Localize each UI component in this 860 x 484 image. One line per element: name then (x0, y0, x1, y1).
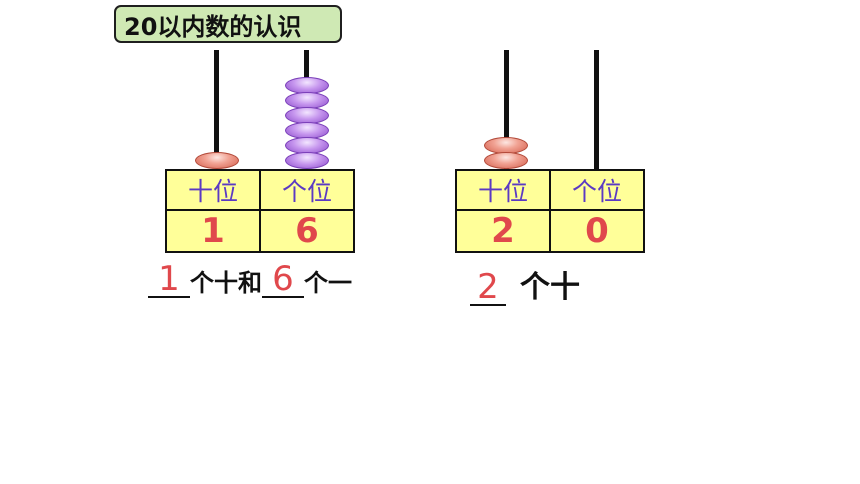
right-ones-rod (594, 50, 599, 170)
left-ones-header: 个位 (259, 169, 355, 211)
left-tens-digit: 1 (165, 209, 261, 253)
left-tens-bead (195, 152, 239, 169)
right-tens-blank: 2 (470, 270, 506, 306)
right-phrase-text1: 个十 (520, 270, 580, 305)
right-ones-digit: 0 (549, 209, 645, 253)
right-place-value-table: 十位 个位 2 0 (455, 169, 645, 253)
left-tens-rod (214, 50, 219, 155)
left-tens-header: 十位 (165, 169, 261, 211)
right-phrase: 2 个十 (470, 262, 580, 306)
left-ones-digit: 6 (259, 209, 355, 253)
left-place-value-table: 十位 个位 1 6 (165, 169, 355, 253)
left-ones-blank: 6 (262, 262, 304, 298)
left-ones-bead (285, 152, 329, 169)
page-title: 20以内数的认识 (114, 5, 342, 43)
left-phrase: 1 个十和 6 个一 (148, 262, 352, 298)
right-tens-bead (484, 152, 528, 169)
right-tens-rod (504, 50, 509, 170)
left-phrase-text2: 个一 (304, 269, 352, 297)
left-tens-blank: 1 (148, 262, 190, 298)
right-ones-header: 个位 (549, 169, 645, 211)
right-tens-header: 十位 (455, 169, 551, 211)
right-tens-digit: 2 (455, 209, 551, 253)
page-title-text: 20以内数的认识 (124, 12, 302, 41)
left-phrase-text1: 个十和 (190, 269, 262, 297)
